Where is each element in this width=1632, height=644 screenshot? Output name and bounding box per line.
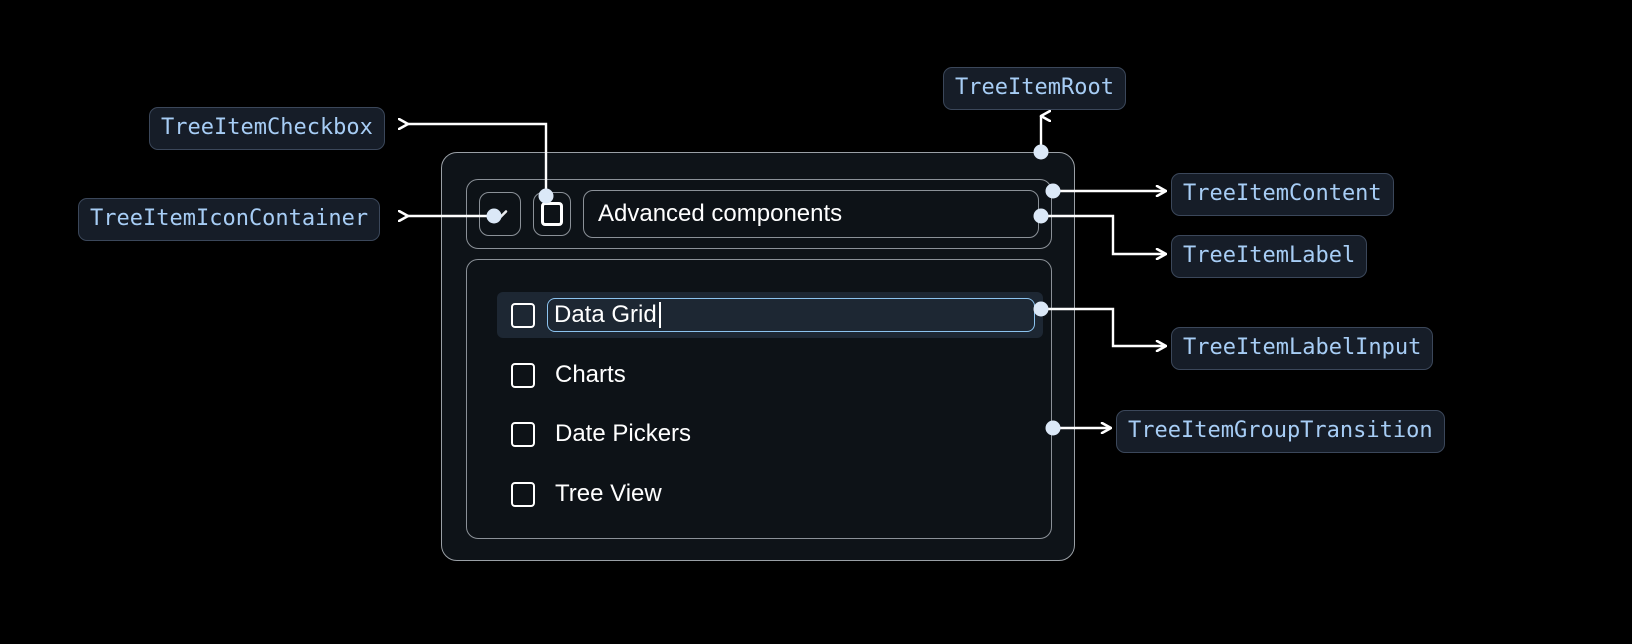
tree-item-label-text: Advanced components xyxy=(598,200,843,227)
chevron-down-icon xyxy=(488,202,512,226)
tree-row[interactable]: Date Pickers xyxy=(467,411,691,457)
tree-row[interactable]: Charts xyxy=(467,352,626,398)
annotation-chip-tree-item-checkbox: TreeItemCheckbox xyxy=(149,107,385,150)
tree-item-label-input-value: Data Grid xyxy=(554,301,657,328)
annotation-chip-tree-item-label-input: TreeItemLabelInput xyxy=(1171,327,1434,370)
tree-item-checkbox-icon[interactable] xyxy=(511,481,535,507)
annotation-label: TreeItemContent xyxy=(1183,181,1382,206)
annotation-label: TreeItemGroupTransition xyxy=(1128,418,1433,443)
tree-item-icon-container[interactable] xyxy=(479,192,521,236)
tree-item-label[interactable]: Advanced components xyxy=(583,190,1039,238)
annotation-label: TreeItemRoot xyxy=(955,75,1114,100)
tree-item-root[interactable]: Advanced components Data Grid Charts Dat… xyxy=(441,152,1075,561)
annotation-chip-tree-item-content: TreeItemContent xyxy=(1171,173,1394,216)
tree-item-label-text: Date Pickers xyxy=(555,420,692,447)
tree-item-label-text: Tree View xyxy=(555,480,662,507)
annotation-label: TreeItemIconContainer xyxy=(90,206,369,231)
tree-item-label-text: Charts xyxy=(555,361,626,388)
annotation-chip-tree-item-root: TreeItemRoot xyxy=(943,67,1126,110)
annotation-label: TreeItemLabelInput xyxy=(1183,335,1422,360)
tree-item-group-transition: Data Grid Charts Date Pickers Tree View xyxy=(466,259,1052,539)
tree-row[interactable]: Tree View xyxy=(467,471,662,517)
annotation-chip-tree-item-group-transition: TreeItemGroupTransition xyxy=(1116,410,1445,453)
annotation-label: TreeItemLabel xyxy=(1183,243,1356,268)
annotation-chip-tree-item-icon-container: TreeItemIconContainer xyxy=(78,198,381,241)
tree-item-checkbox-icon[interactable] xyxy=(511,362,535,388)
tree-item-checkbox-icon[interactable] xyxy=(511,421,535,447)
tree-item-label-input[interactable]: Data Grid xyxy=(547,298,1035,332)
tree-item-checkbox-icon[interactable] xyxy=(511,302,535,328)
tree-row-editing[interactable]: Data Grid xyxy=(497,292,1043,338)
checkbox-square-icon xyxy=(541,202,563,226)
annotation-chip-tree-item-label: TreeItemLabel xyxy=(1171,235,1368,278)
annotation-label: TreeItemCheckbox xyxy=(161,115,373,140)
tree-item-checkbox[interactable] xyxy=(533,192,571,236)
text-caret xyxy=(658,302,661,328)
tree-item-content[interactable]: Advanced components xyxy=(466,179,1052,249)
